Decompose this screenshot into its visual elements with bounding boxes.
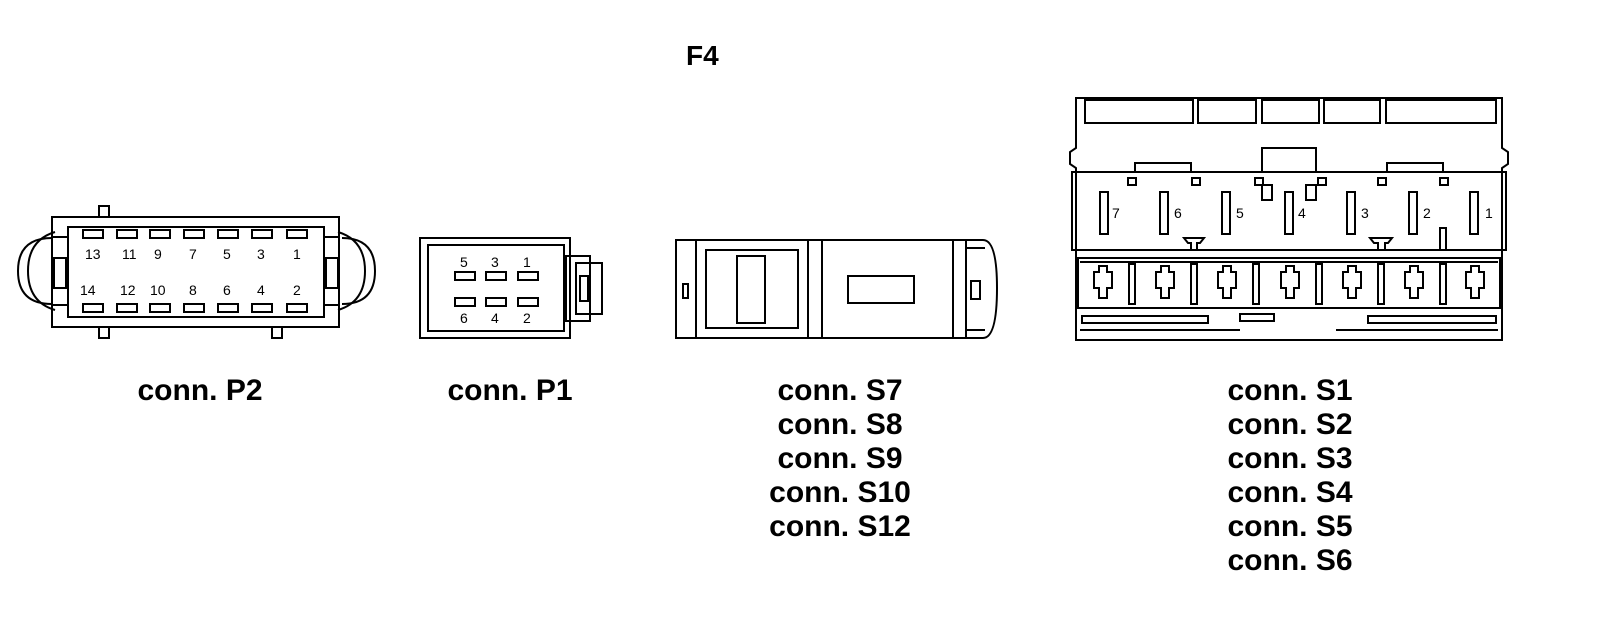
caption-line: conn. S10 [769,476,911,509]
p2-pin-label: 4 [257,282,265,298]
p1-pin-label: 3 [491,254,499,270]
terminal-cavity [1093,265,1113,299]
caption-line: conn. P1 [447,374,573,407]
s1-pin-label: 7 [1112,205,1120,221]
p2-bottom-pin-labels: 14 12 10 8 6 4 2 [80,282,301,298]
s1-pin-label: 1 [1485,205,1493,221]
caption-line: conn. S9 [777,442,903,475]
caption-line: conn. S5 [1227,510,1353,543]
p2-top-pin-labels: 13 11 9 7 5 3 1 [85,246,301,262]
terminal-cavity [1155,265,1175,299]
p1-pin-label: 1 [523,254,531,270]
connector-s7-drawing [675,239,999,339]
terminal-cavity [1217,265,1237,299]
p2-pin-label: 8 [189,282,197,298]
cavity-divider [1252,263,1260,305]
caption-line: conn. S6 [1227,544,1353,577]
s1-pin-label: 2 [1423,205,1431,221]
p2-pin-label: 14 [80,282,96,298]
connector-p2-drawing [16,205,377,339]
s1-pin-labels: 7 6 5 4 3 2 1 [1112,205,1493,221]
terminal-cavity [1404,265,1424,299]
cavity-divider [1190,263,1198,305]
s1-pin-label: 4 [1298,205,1306,221]
terminal-cavity [1280,265,1300,299]
p2-pin-label: 1 [293,246,301,262]
caption-line: conn. P2 [137,374,263,407]
p1-pin-label: 2 [523,310,531,326]
p2-pin-label: 11 [122,246,137,262]
p2-pin-label: 12 [120,282,136,298]
diagram-title: F4 [686,40,719,71]
caption-line: conn. S8 [777,408,903,441]
s1-pin-label: 6 [1174,205,1182,221]
caption-conn-p1: conn. P1 [420,374,600,408]
cavity-divider [1377,263,1385,305]
connector-p1-drawing [419,237,603,339]
connector-s1-drawing [1069,97,1509,341]
cavity-divider [1439,263,1447,305]
caption-line: conn. S4 [1227,476,1353,509]
p2-pin-label: 5 [223,246,231,262]
cavity-divider [1315,263,1323,305]
terminal-cavity [1342,265,1362,299]
p2-pin-label: 2 [293,282,301,298]
caption-conn-p2: conn. P2 [110,374,290,408]
caption-line: conn. S12 [769,510,911,543]
s1-pin-label: 3 [1361,205,1369,221]
caption-line: conn. S7 [777,374,903,407]
p1-pin-label: 4 [491,310,499,326]
p1-pin-label: 5 [460,254,468,270]
p1-pin-labels: 5 3 1 6 4 2 [460,254,531,326]
p2-pin-label: 10 [150,282,166,298]
cavity-divider [1128,263,1136,305]
terminal-cavity [1465,265,1485,299]
caption-line: conn. S3 [1227,442,1353,475]
s1-pin-label: 5 [1236,205,1244,221]
p2-pin-label: 6 [223,282,231,298]
p2-pin-label: 7 [189,246,197,262]
p2-pin-label: 13 [85,246,101,262]
p2-pin-label: 3 [257,246,265,262]
caption-line: conn. S2 [1227,408,1353,441]
p1-pin-label: 6 [460,310,468,326]
caption-conn-s7-group: conn. S7 conn. S8 conn. S9 conn. S10 con… [730,374,950,544]
caption-conn-s1-group: conn. S1 conn. S2 conn. S3 conn. S4 conn… [1180,374,1400,578]
p2-pin-label: 9 [154,246,162,262]
caption-line: conn. S1 [1227,374,1353,407]
